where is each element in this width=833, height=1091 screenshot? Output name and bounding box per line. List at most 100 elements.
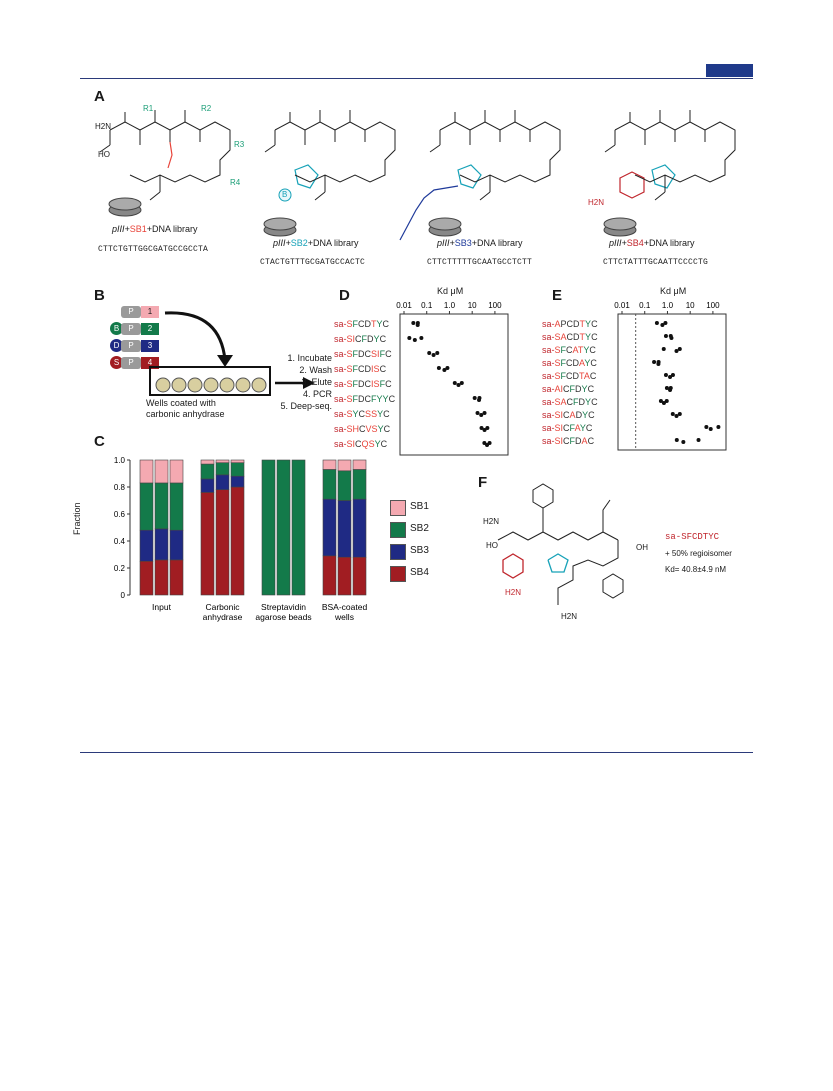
phage-tag-d: D (110, 339, 123, 352)
kd-point (435, 351, 440, 355)
panel-label-b: B (94, 287, 105, 304)
peptide-label: sa-SICFDYC (334, 334, 387, 344)
library-suffix: +DNA library (146, 224, 198, 234)
kd-point (661, 401, 666, 405)
bar-segment-sb4 (337, 556, 352, 596)
library-sequence-sb2: CTACTGTTTGCGATGCCACTC (260, 258, 366, 267)
x-tick-label: 10 (686, 301, 695, 310)
c-x-label: agarose beads (255, 612, 311, 622)
phage-num-1: 1 (141, 306, 159, 318)
ho-label-1: HO (98, 150, 110, 159)
c-ytick-label: 1.0 (114, 456, 126, 465)
peptide-label: sa-SICADYC (542, 410, 595, 420)
sb3-alkyl-chain (399, 185, 459, 241)
bar-segment-sb3 (154, 528, 169, 561)
r4-label-1: R4 (230, 178, 241, 187)
kd-point (415, 321, 420, 325)
kd-point (708, 427, 713, 431)
library-prefix: pIII+ (609, 238, 627, 248)
x-tick-label: 100 (488, 301, 502, 310)
kd-point (716, 425, 721, 429)
kd-point (668, 375, 673, 379)
f-kd: Kd= 40.8±4.9 nM (665, 565, 727, 574)
f-h2n-amide: H2N (561, 612, 578, 621)
bar-segment-sb2 (291, 459, 306, 596)
peptide-label: sa-SICFAYC (542, 423, 593, 433)
kd-point (677, 347, 682, 351)
kd-point (472, 396, 477, 400)
library-sb: SB1 (129, 224, 147, 234)
c-ytick-label: 0.4 (114, 537, 126, 546)
arrow-head-down (217, 355, 233, 367)
kd-point (477, 396, 482, 400)
kd-point (485, 426, 490, 430)
bottom-rule (80, 752, 753, 753)
kd-point (674, 414, 679, 418)
wells-caption-2: carbonic anhydrase (146, 409, 225, 419)
kd-point (658, 399, 663, 403)
x-tick-label: 0.01 (396, 301, 412, 310)
phage-num-3: 3 (141, 340, 159, 352)
legend-swatch-sb4 (390, 566, 406, 582)
bar-segment-sb4 (169, 559, 184, 596)
sb4-aryl (619, 171, 645, 199)
x-tick-label: 10 (468, 301, 477, 310)
library-sequence-sb1: CTTCTGTTGGCGATGCCGCCTA (98, 245, 209, 254)
d-axis-title: Kd μM (437, 286, 464, 296)
bar-segment-sb4 (322, 555, 337, 596)
tyr-ring (602, 573, 624, 599)
kd-point (674, 349, 679, 353)
legend-sb2: SB2 (410, 523, 429, 534)
bar-segment-sb1 (337, 459, 352, 472)
kd-point (654, 321, 659, 325)
well-plate (149, 366, 271, 396)
bar-segment-sb2 (154, 482, 169, 530)
kd-point (459, 381, 464, 385)
aryl-f (502, 553, 524, 579)
library-sb: SB3 (454, 238, 472, 248)
kd-point (475, 411, 480, 415)
c-x-label: BSA-coated (322, 602, 368, 612)
bar-segment-sb1 (200, 459, 215, 465)
c-ytick-label: 0.6 (114, 510, 126, 519)
library-suffix: +DNA library (643, 238, 695, 248)
peptide-label: sa-SICFDAC (542, 436, 595, 446)
kd-point (663, 334, 668, 338)
kd-point (656, 360, 661, 364)
bar-segment-sb3 (215, 474, 230, 491)
bar-segment-sb2 (230, 462, 245, 477)
plot-frame (617, 313, 727, 451)
library-prefix: pIII+ (437, 238, 455, 248)
bar-segment-sb2 (352, 469, 367, 500)
legend-sb4: SB4 (410, 567, 429, 578)
bar-segment-sb2 (200, 463, 215, 480)
bar-segment-sb4 (230, 486, 245, 596)
arrow-head-right (303, 377, 315, 389)
sb4-pyrazoline (651, 164, 676, 189)
panel-b-phages: P 1 B P 2 D P 3 S P 4 (110, 305, 170, 373)
phage-schematic (108, 197, 637, 237)
kd-point (681, 440, 686, 444)
kd-point (482, 428, 487, 432)
peptide-label: sa-SYCSSYC (334, 409, 390, 419)
bar-segment-sb3 (352, 498, 367, 558)
bar-segment-sb1 (169, 459, 184, 484)
legend-swatch-sb2 (390, 522, 406, 538)
kd-point (668, 386, 673, 390)
bar-segment-sb3 (322, 498, 337, 557)
c-x-label: anhydrase (203, 612, 243, 622)
c-ytick-label: 0.8 (114, 483, 126, 492)
r2-label-1: R2 (201, 104, 212, 113)
bar-segment-sb4 (200, 492, 215, 596)
kd-point (704, 425, 709, 429)
panel-label-a: A (94, 88, 105, 105)
bar-segment-sb3 (337, 500, 352, 558)
phage-3: D P 3 (110, 339, 170, 356)
peptide-label: sa-SACFDYC (542, 397, 598, 407)
library-sequence-sb4: CTTCTATTTGCAATTCCCCTG (603, 258, 709, 267)
f-h2n: H2N (483, 517, 500, 526)
kd-point (482, 411, 487, 415)
peptide-label: sa-SFCDAYC (542, 358, 597, 368)
